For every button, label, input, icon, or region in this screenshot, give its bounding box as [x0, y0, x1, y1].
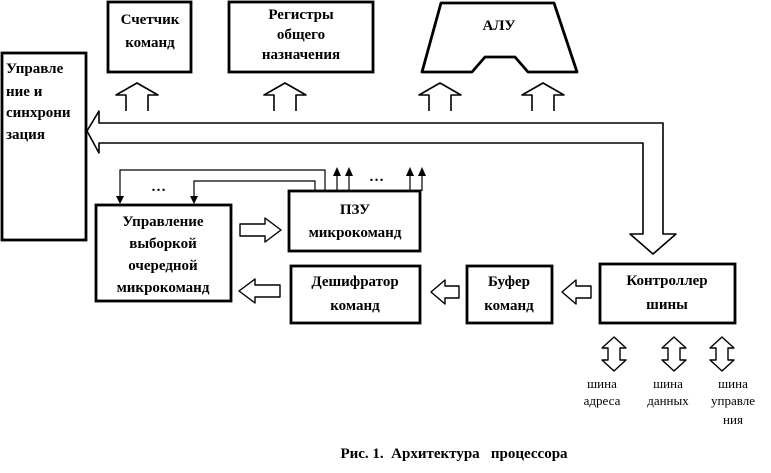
- decoder-label-2: команд: [330, 298, 380, 314]
- fetch-label-4: микрокоманд: [117, 280, 210, 296]
- feedback-arrowhead-outer: [116, 196, 124, 204]
- rom-output-arrow-1: [333, 167, 341, 176]
- alu-block: АЛУ: [420, 1, 579, 74]
- bus-controller-label-2: шины: [646, 297, 688, 313]
- fetch-to-rom-arrow: [239, 217, 282, 243]
- rom-label-1: ПЗУ: [340, 202, 370, 218]
- controller-to-buffer-arrow: [561, 279, 592, 305]
- decoder-label-1: Дешифратор: [311, 274, 398, 290]
- rom-feedback-line-inner: [193, 180, 316, 197]
- fetch-label-1: Управление: [122, 214, 204, 230]
- bus-stub-counter: [115, 82, 159, 111]
- buffer-label-2: команд: [484, 298, 534, 314]
- internal-bus: [86, 110, 677, 255]
- control-bus-arrow: [709, 336, 735, 372]
- general-registers-block: Регистры общего назначения: [227, 0, 375, 74]
- feedback-ellipsis: …: [151, 179, 166, 195]
- bus-stub-registers: [263, 82, 307, 111]
- buffer-to-decoder-arrow: [430, 279, 460, 305]
- rom-output-ellipsis: …: [369, 169, 384, 185]
- bus-stub-alu-left: [418, 82, 462, 111]
- registers-label-2: общего: [277, 27, 325, 43]
- program-counter-label-1: Счетчик: [121, 12, 180, 28]
- control-label-3: синхрони: [6, 105, 71, 121]
- alu-label: АЛУ: [482, 18, 515, 34]
- program-counter-block: Счетчик команд: [106, 0, 193, 74]
- program-counter-label-2: команд: [125, 35, 175, 51]
- bus-stub-alu-right: [521, 82, 565, 111]
- decoder-to-fetch-arrow: [238, 278, 281, 304]
- control-label-4: зация: [6, 127, 45, 143]
- control-sync-block: Управле ние и синхрони зация: [0, 51, 88, 242]
- registers-label-1: Регистры: [268, 7, 334, 23]
- rom-output-arrow-3: [406, 167, 414, 176]
- rom-label-2: микрокоманд: [309, 225, 402, 241]
- instruction-decoder-block: Дешифратор команд: [289, 264, 422, 325]
- rom-output-arrow-4: [418, 167, 426, 176]
- address-bus-arrow: [601, 336, 627, 372]
- feedback-arrowhead-inner: [190, 196, 198, 204]
- buffer-label-1: Буфер: [488, 274, 530, 290]
- bus-controller-block: Контроллер шины: [598, 262, 737, 325]
- control-label-1: Управле: [6, 61, 64, 77]
- rom-feedback-line-outer: [119, 169, 326, 197]
- data-bus-arrow: [661, 336, 687, 372]
- instruction-buffer-block: Буфер команд: [465, 264, 554, 325]
- bus-controller-label-1: Контроллер: [626, 273, 707, 289]
- microcommand-fetch-block: Управление выборкой очередной микрокоманд: [94, 203, 233, 303]
- control-label-2: ние и: [6, 84, 43, 100]
- registers-label-3: назначения: [262, 47, 340, 63]
- fetch-label-2: выборкой: [129, 236, 197, 252]
- microcommand-rom-block: ПЗУ микрокоманд: [287, 189, 422, 253]
- figure-caption: Рис. 1. Архитектура процессора: [340, 446, 568, 462]
- rom-output-arrow-2: [345, 167, 353, 176]
- fetch-label-3: очередной: [128, 258, 198, 274]
